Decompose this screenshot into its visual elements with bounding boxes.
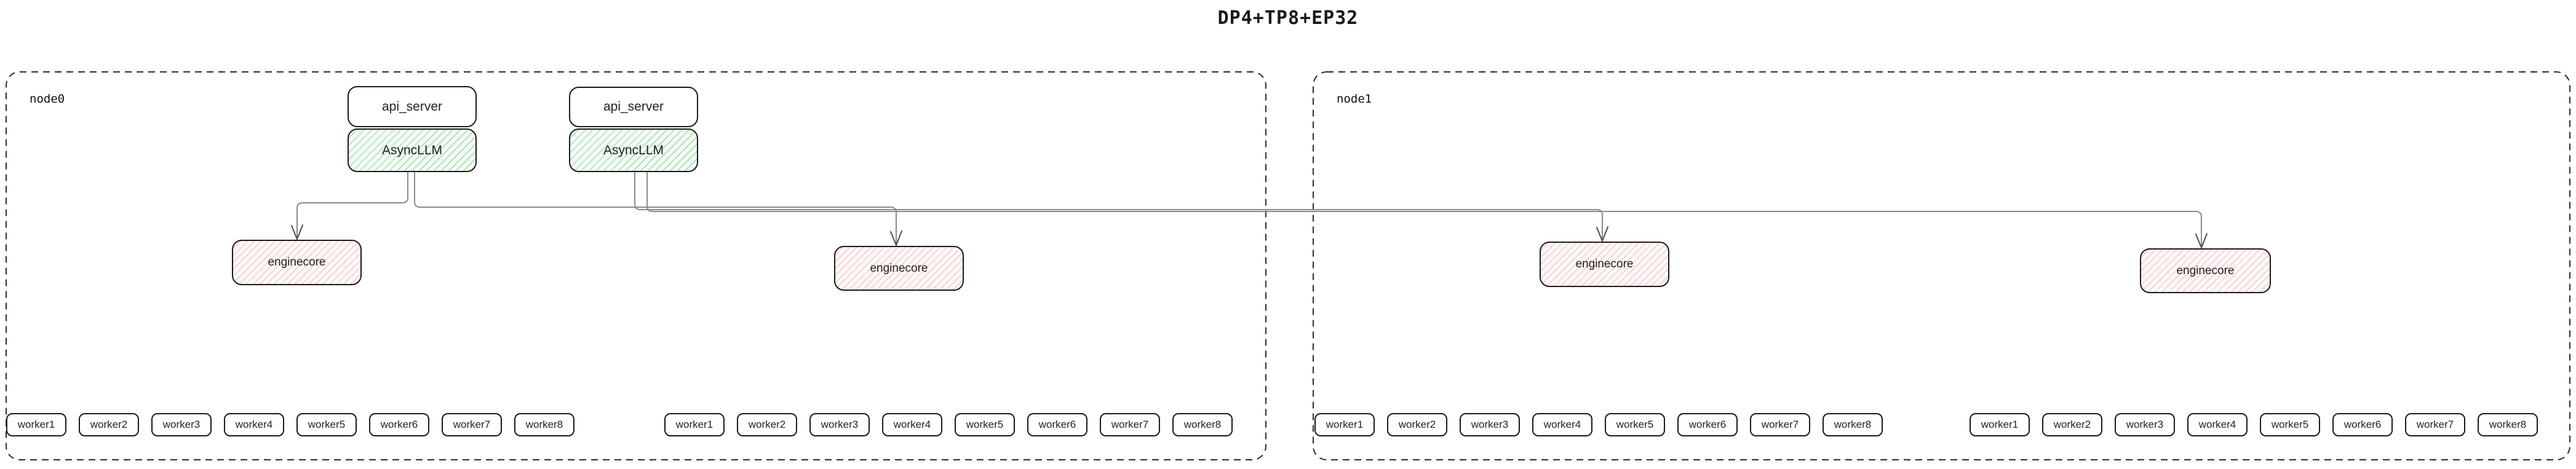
node0-worker-group-2: worker1 worker2 worker3 worker4 worker5 worke… <box>664 413 1233 436</box>
worker-box: worker6 <box>1027 413 1087 436</box>
worker-box: worker2 <box>2042 413 2102 436</box>
worker-box: worker6 <box>1677 413 1738 436</box>
worker-box: worker8 <box>1823 413 1883 436</box>
node1-border <box>1313 71 2570 460</box>
worker-box: worker8 <box>514 413 574 436</box>
enginecore-box-2: enginecore <box>834 246 964 291</box>
edge-asyncllm1-enginecore2 <box>414 172 897 244</box>
enginecore-box-3: enginecore <box>1540 242 1669 287</box>
worker-box: worker2 <box>79 413 139 436</box>
worker-box: worker3 <box>1460 413 1520 436</box>
node0-worker-group-1: worker1 worker2 worker3 worker4 worker5 worke… <box>6 413 574 436</box>
worker-box: worker8 <box>2478 413 2538 436</box>
node0-label: node0 <box>30 92 65 106</box>
worker-box: worker1 <box>1314 413 1375 436</box>
worker-box: worker7 <box>442 413 502 436</box>
node1-label: node1 <box>1337 92 1372 106</box>
worker-box: worker7 <box>1750 413 1810 436</box>
worker-box: worker6 <box>2332 413 2393 436</box>
worker-box: worker4 <box>224 413 284 436</box>
worker-box: worker2 <box>1387 413 1447 436</box>
worker-box: worker5 <box>2260 413 2320 436</box>
worker-box: worker6 <box>369 413 429 436</box>
api-server-box-1: api_server <box>348 86 477 127</box>
enginecore-box-4: enginecore <box>2140 248 2271 293</box>
worker-box: worker3 <box>151 413 212 436</box>
api-server-box-2: api_server <box>569 87 698 127</box>
worker-box: worker3 <box>809 413 870 436</box>
edge-asyncllm2-enginecore4 <box>646 172 2202 246</box>
arrowhead-icon <box>291 224 303 240</box>
worker-box: worker7 <box>2405 413 2465 436</box>
worker-box: worker7 <box>1100 413 1160 436</box>
worker-box: worker5 <box>296 413 357 436</box>
worker-box: worker8 <box>1172 413 1233 436</box>
node1-worker-group-2: worker1 worker2 worker3 worker4 worker5 worke… <box>1970 413 2538 436</box>
worker-box: worker1 <box>664 413 725 436</box>
worker-box: worker4 <box>1532 413 1592 436</box>
asyncllm-box-1: AsyncLLM <box>348 128 477 172</box>
edge-asyncllm2-enginecore3 <box>634 172 1603 240</box>
edge-asyncllm1-enginecore1 <box>296 172 408 238</box>
arrowhead-icon <box>890 231 902 246</box>
arrowhead-icon <box>1596 226 1608 242</box>
worker-box: worker5 <box>955 413 1015 436</box>
worker-box: worker2 <box>737 413 797 436</box>
node1-worker-group-1: worker1 worker2 worker3 worker4 worker5 worke… <box>1314 413 1883 436</box>
worker-box: worker1 <box>1970 413 2030 436</box>
worker-box: worker5 <box>1605 413 1665 436</box>
diagram-title: DP4+TP8+EP32 <box>1217 7 1359 29</box>
asyncllm-box-2: AsyncLLM <box>569 128 698 172</box>
arrowhead-icon <box>2195 233 2208 248</box>
worker-box: worker1 <box>6 413 66 436</box>
worker-box: worker4 <box>2187 413 2248 436</box>
worker-box: worker3 <box>2115 413 2175 436</box>
enginecore-box-1: enginecore <box>232 240 362 285</box>
worker-box: worker4 <box>882 413 942 436</box>
